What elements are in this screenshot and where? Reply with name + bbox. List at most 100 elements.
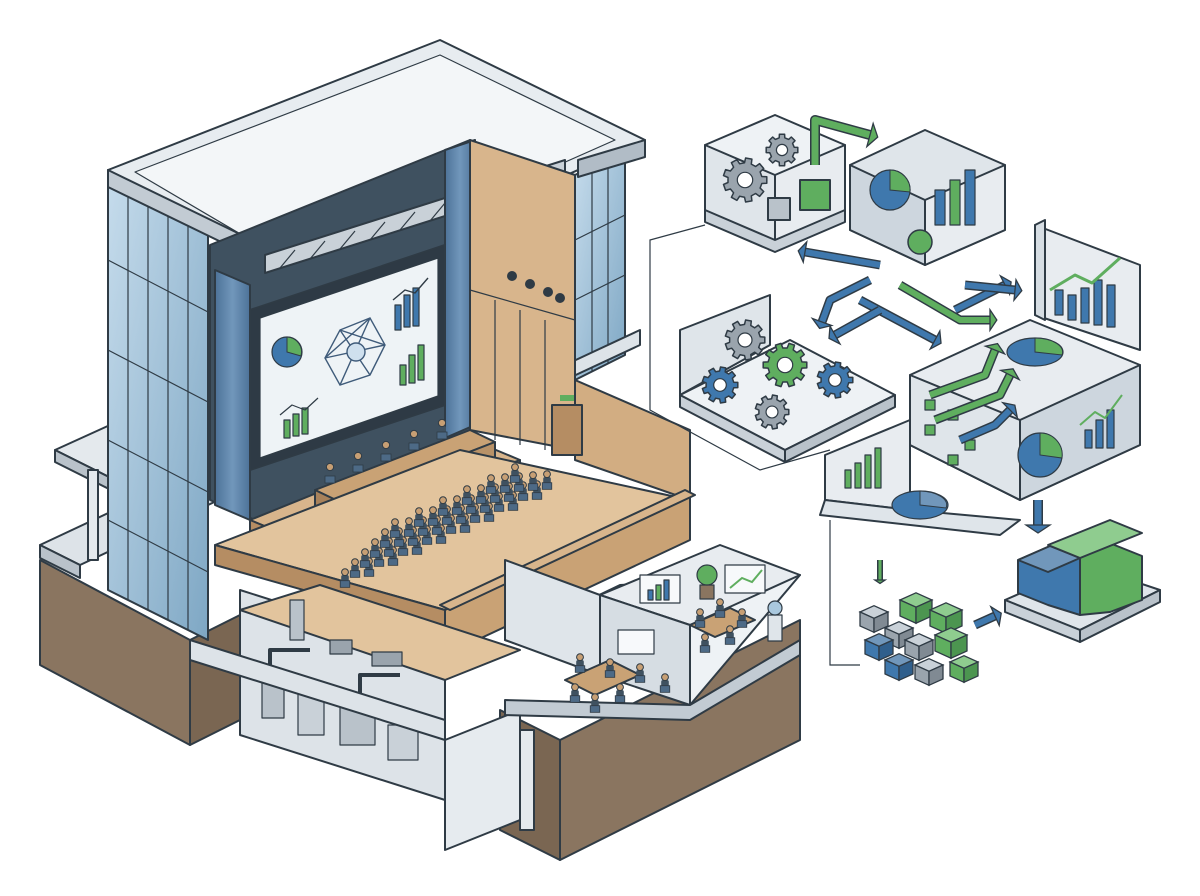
whiteboard-bars-icon	[647, 579, 670, 601]
person-icon	[659, 673, 671, 693]
gear-icon	[762, 342, 808, 388]
person-icon	[475, 484, 487, 504]
person-icon	[339, 568, 351, 588]
flow-arrow-icon	[928, 342, 1007, 400]
person-icon	[389, 518, 401, 538]
wood-panel-lines	[469, 289, 576, 450]
exit-door	[551, 404, 583, 456]
dashboard-pie-icon	[1006, 337, 1064, 367]
bar-chart-icon	[934, 169, 976, 226]
meeting-block-base	[504, 639, 801, 721]
person-icon	[574, 653, 586, 673]
office-building-cutaway	[39, 39, 801, 861]
flow-arrow-icon	[797, 239, 881, 270]
gear-icon	[754, 394, 790, 430]
terrace-column-1	[87, 469, 99, 561]
person-icon	[527, 471, 539, 491]
person-icon	[714, 598, 726, 618]
data-cube-icon	[858, 604, 890, 634]
data-cube-icon	[898, 592, 934, 625]
person-icon	[352, 451, 364, 473]
exit-sign	[560, 395, 574, 401]
person-icon	[541, 470, 553, 490]
module-storage	[1004, 519, 1161, 643]
pie-chart-icon	[869, 169, 911, 211]
person-icon	[694, 608, 706, 628]
flow-arrow-icon	[810, 115, 879, 165]
growth-bar-chart-icon	[1049, 256, 1121, 328]
gear-icon	[816, 361, 854, 399]
person-icon	[589, 693, 601, 713]
data-cube-icon	[948, 654, 980, 684]
person-icon	[379, 528, 391, 548]
data-cube-icon	[928, 602, 964, 635]
panelists-group	[324, 418, 448, 484]
person-icon	[724, 625, 736, 645]
module-growth-chart	[1034, 219, 1141, 351]
person-icon	[369, 538, 381, 558]
flow-arrow-icon	[973, 604, 1002, 630]
meeting-attendees	[569, 598, 748, 713]
spotlight-cluster	[507, 271, 565, 303]
audience-seating	[339, 463, 553, 588]
glass-facade-left	[107, 169, 209, 641]
terrace-slab-edge	[39, 544, 81, 579]
flow-arrow-icon	[857, 296, 942, 351]
person-icon	[451, 495, 463, 515]
person-icon	[437, 496, 449, 516]
data-cube-icon	[883, 652, 915, 682]
module-gears-storage	[704, 114, 846, 253]
person-icon	[436, 418, 448, 440]
potted-plant-icon	[696, 564, 718, 600]
dashboard-small-bars-icon	[844, 447, 882, 489]
screen-pie-chart-icon	[271, 336, 303, 368]
person-icon	[349, 558, 361, 578]
facade-mullions	[107, 180, 209, 630]
analytics-gear-icon	[907, 229, 933, 255]
person-icon	[604, 658, 616, 678]
gear-icon	[724, 319, 766, 361]
data-cube-icon	[933, 627, 969, 660]
person-icon	[359, 548, 371, 568]
flow-arrow-icon	[1023, 500, 1053, 534]
person-icon	[427, 506, 439, 526]
person-icon	[499, 473, 511, 493]
person-icon	[634, 663, 646, 683]
flow-arrow-icon	[964, 277, 1023, 303]
data-cube-icon	[863, 632, 895, 662]
data-cube-icon	[903, 632, 935, 662]
data-cube-icon	[913, 657, 945, 687]
gear-icon	[701, 366, 739, 404]
facade-right-mullions	[574, 158, 626, 372]
presentation-screen	[617, 629, 655, 655]
person-icon	[324, 462, 336, 484]
person-icon	[461, 485, 473, 505]
flow-arrow-icon	[958, 401, 1019, 445]
cube-green-icon	[799, 179, 831, 211]
flow-arrow-icon	[897, 281, 998, 333]
gear-icon	[722, 157, 768, 203]
flow-arrow-icon	[933, 368, 1021, 425]
module-analytics	[849, 129, 1006, 266]
flow-arrow-icon	[810, 275, 873, 330]
support-column	[519, 729, 535, 831]
flow-arrow-icon	[872, 560, 888, 585]
flow-arrows	[797, 115, 1053, 630]
dashboard-platform-pie-icon	[891, 490, 949, 520]
module-data-cubes	[858, 592, 980, 687]
roof-edge-right	[577, 139, 646, 178]
person-icon	[569, 683, 581, 703]
screen-network-graph-icon	[324, 317, 386, 386]
dashboard-bar-icon	[1079, 394, 1123, 449]
person-icon	[614, 683, 626, 703]
screen-small-bar-icon	[279, 397, 319, 439]
whiteboard-trend-icon	[729, 569, 763, 589]
water-cooler-icon	[767, 600, 783, 642]
person-icon	[699, 633, 711, 653]
person-icon	[509, 463, 521, 483]
person-icon	[413, 507, 425, 527]
process-flow-diagram	[649, 114, 1161, 687]
person-icon	[380, 440, 392, 462]
